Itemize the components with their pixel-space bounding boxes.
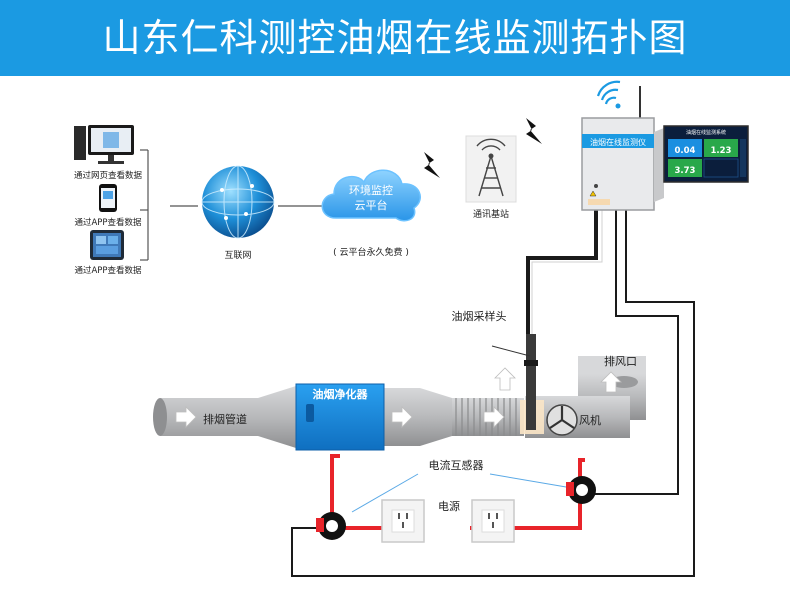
- topology-diagram: 通过网页查看数据 通过APP查看数据 通过APP查看数据 互联网 环境监控: [74, 80, 749, 577]
- monitor-cabinet: 油烟在线监测仪: [581, 80, 664, 211]
- cloud-note: ( 云平台永久免费 ): [333, 246, 409, 258]
- ct-label: 电流互感器: [429, 458, 484, 472]
- sampler-cable: [526, 210, 603, 335]
- cloud-icon: [321, 169, 421, 222]
- exhaust-label: 排烟管道: [203, 412, 247, 426]
- current-transformer-right: [566, 476, 596, 504]
- reading-3: 3.73: [675, 166, 696, 176]
- cloud-title-line2: 云平台: [355, 198, 388, 212]
- page-title: 山东仁科测控油烟在线监测拓扑图: [102, 16, 688, 60]
- reading-2: 1.23: [711, 146, 732, 156]
- fan: 风机: [546, 404, 601, 436]
- power-label: 电源: [438, 499, 460, 513]
- pc-client: 通过网页查看数据: [74, 125, 143, 181]
- wifi-icon: [596, 80, 621, 105]
- probe-rod: [526, 334, 536, 430]
- pc-tower-icon: [74, 126, 86, 160]
- internet-node: 互联网: [201, 165, 275, 261]
- arrow-right-icon: [483, 406, 505, 428]
- outlet-label: 排风口: [604, 354, 637, 368]
- reading-1: 0.04: [675, 146, 696, 156]
- tablet-label: 通过APP查看数据: [74, 265, 142, 276]
- pc-label: 通过网页查看数据: [74, 170, 143, 181]
- sampler-label: 油烟采样头: [452, 309, 507, 323]
- current-transformer-label-group: 电流互感器: [351, 458, 573, 513]
- current-transformer-left: [316, 512, 346, 540]
- sampling-probe: 油烟采样头: [452, 309, 544, 434]
- arrow-up-icon: [600, 371, 622, 393]
- client-links: [140, 149, 326, 261]
- tower-icon: [476, 138, 506, 197]
- purifier-box: [295, 383, 385, 451]
- base-station: 通讯基站: [465, 135, 517, 220]
- warning-icon: [589, 190, 597, 197]
- cabinet-title: 油烟在线监测仪: [590, 137, 646, 147]
- monitor-screen: 油烟在线监测系统 0.04 1.23 3.73: [663, 125, 749, 183]
- arrow-right-icon: [175, 406, 197, 428]
- lightning-icon-left: [424, 152, 440, 178]
- tower-label: 通讯基站: [473, 208, 509, 220]
- arrow-up-icon: [494, 367, 516, 391]
- power-socket-left: [381, 499, 425, 543]
- signal-wires: [291, 210, 695, 577]
- fan-label: 风机: [579, 413, 601, 427]
- flex-hose: [455, 398, 517, 436]
- exhaust-duct: 油烟净化器 排烟管道: [153, 356, 646, 451]
- purifier-label: 油烟净化器: [313, 387, 369, 401]
- phone-client: 通过APP查看数据: [74, 184, 142, 228]
- arrow-right-icon: [391, 406, 413, 428]
- title-banner: 山东仁科测控油烟在线监测拓扑图: [0, 0, 790, 76]
- cloud-platform: 环境监控 云平台 ( 云平台永久免费 ): [321, 169, 421, 258]
- phone-label: 通过APP查看数据: [74, 217, 142, 228]
- tablet-client: 通过APP查看数据: [74, 230, 142, 276]
- cloud-title-line1: 环境监控: [349, 183, 393, 197]
- internet-label: 互联网: [224, 250, 251, 261]
- power-socket-right: [471, 499, 515, 543]
- screen-title: 油烟在线监测系统: [686, 129, 726, 136]
- lightning-icon-right: [526, 118, 542, 144]
- airflow-arrows: [175, 367, 622, 428]
